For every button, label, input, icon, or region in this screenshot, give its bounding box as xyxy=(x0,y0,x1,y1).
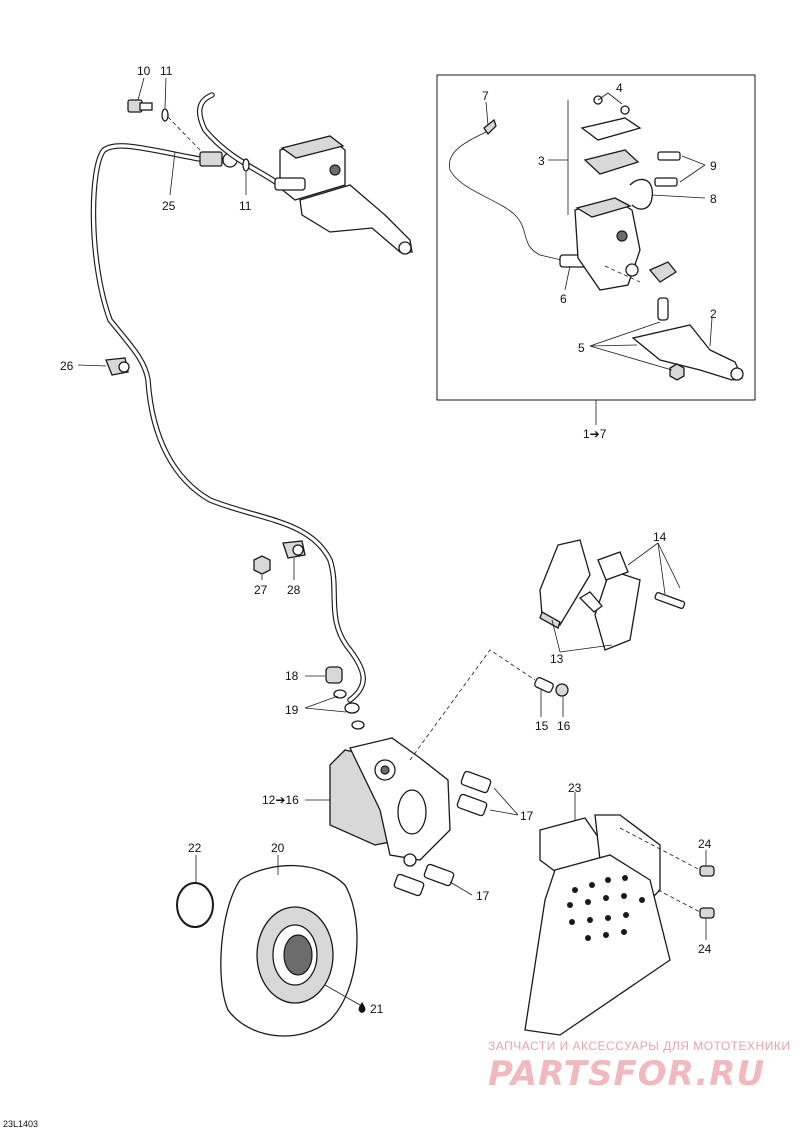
brake-pads xyxy=(539,539,686,651)
callout-10: 10 xyxy=(137,64,151,78)
watermark-brand: PARTSFOR.RU xyxy=(488,1054,765,1094)
banjo-bolt xyxy=(325,666,343,684)
screw xyxy=(699,865,715,877)
callout-16: 16 xyxy=(557,719,571,733)
callout-26: 26 xyxy=(60,359,74,373)
callout-18: 18 xyxy=(285,669,299,683)
sealing-washer xyxy=(242,158,250,172)
callout-24: 24 xyxy=(698,837,712,851)
callout-3: 3 xyxy=(538,154,545,168)
callout-22: 22 xyxy=(188,841,202,855)
sealing-washer xyxy=(161,108,169,122)
callout-23: 23 xyxy=(568,781,582,795)
callout-11: 11 xyxy=(239,199,252,213)
callout-2: 2 xyxy=(710,307,717,321)
caliper-bolts xyxy=(393,770,492,897)
loctite-drop-icon xyxy=(358,1002,366,1013)
callout-28: 28 xyxy=(287,583,301,597)
callout-19: 19 xyxy=(285,703,299,717)
callout-17: 17 xyxy=(476,889,490,903)
heat-shield xyxy=(524,814,671,1036)
watermark-tagline: ЗАПЧАСТИ И АКСЕССУАРЫ ДЛЯ МОТОТЕХНИКИ xyxy=(488,1039,790,1053)
callout-14: 14 xyxy=(653,530,667,544)
callout-11: 11 xyxy=(160,64,173,78)
bleeder-screw xyxy=(534,677,554,693)
callout-15: 15 xyxy=(535,719,549,733)
master-cylinder-left xyxy=(196,92,413,255)
hose-clamp xyxy=(105,357,130,376)
sealing-washer xyxy=(344,702,360,714)
callout-5: 5 xyxy=(578,341,585,355)
brake-caliper xyxy=(329,737,451,867)
callout-12-to-16: 12➔16 xyxy=(262,793,299,807)
brake-disc xyxy=(220,864,358,1037)
master-cylinder-exploded xyxy=(448,95,744,381)
callout-21: 21 xyxy=(370,1002,384,1016)
reference-code: 23L1403 xyxy=(3,1119,38,1129)
callout-27: 27 xyxy=(254,583,268,597)
callout-8: 8 xyxy=(710,192,717,206)
brake-hose xyxy=(90,143,366,703)
callout-9: 9 xyxy=(710,159,717,173)
callout-24: 24 xyxy=(698,942,712,956)
callout-6: 6 xyxy=(560,292,567,306)
sealing-washer xyxy=(351,720,365,730)
callout-7: 7 xyxy=(482,89,489,103)
callout-17: 17 xyxy=(520,809,534,823)
banjo-bolt xyxy=(127,99,153,113)
callout-25: 25 xyxy=(162,199,176,213)
callout-4: 4 xyxy=(616,81,623,95)
bleeder-cap xyxy=(555,683,569,697)
hose-clamp xyxy=(282,540,306,559)
callout-13: 13 xyxy=(550,652,564,666)
screw xyxy=(699,907,715,919)
nut xyxy=(253,555,271,575)
o-ring xyxy=(176,882,214,928)
callout-20: 20 xyxy=(271,841,285,855)
callout-1-to-7: 1➔7 xyxy=(583,427,607,441)
